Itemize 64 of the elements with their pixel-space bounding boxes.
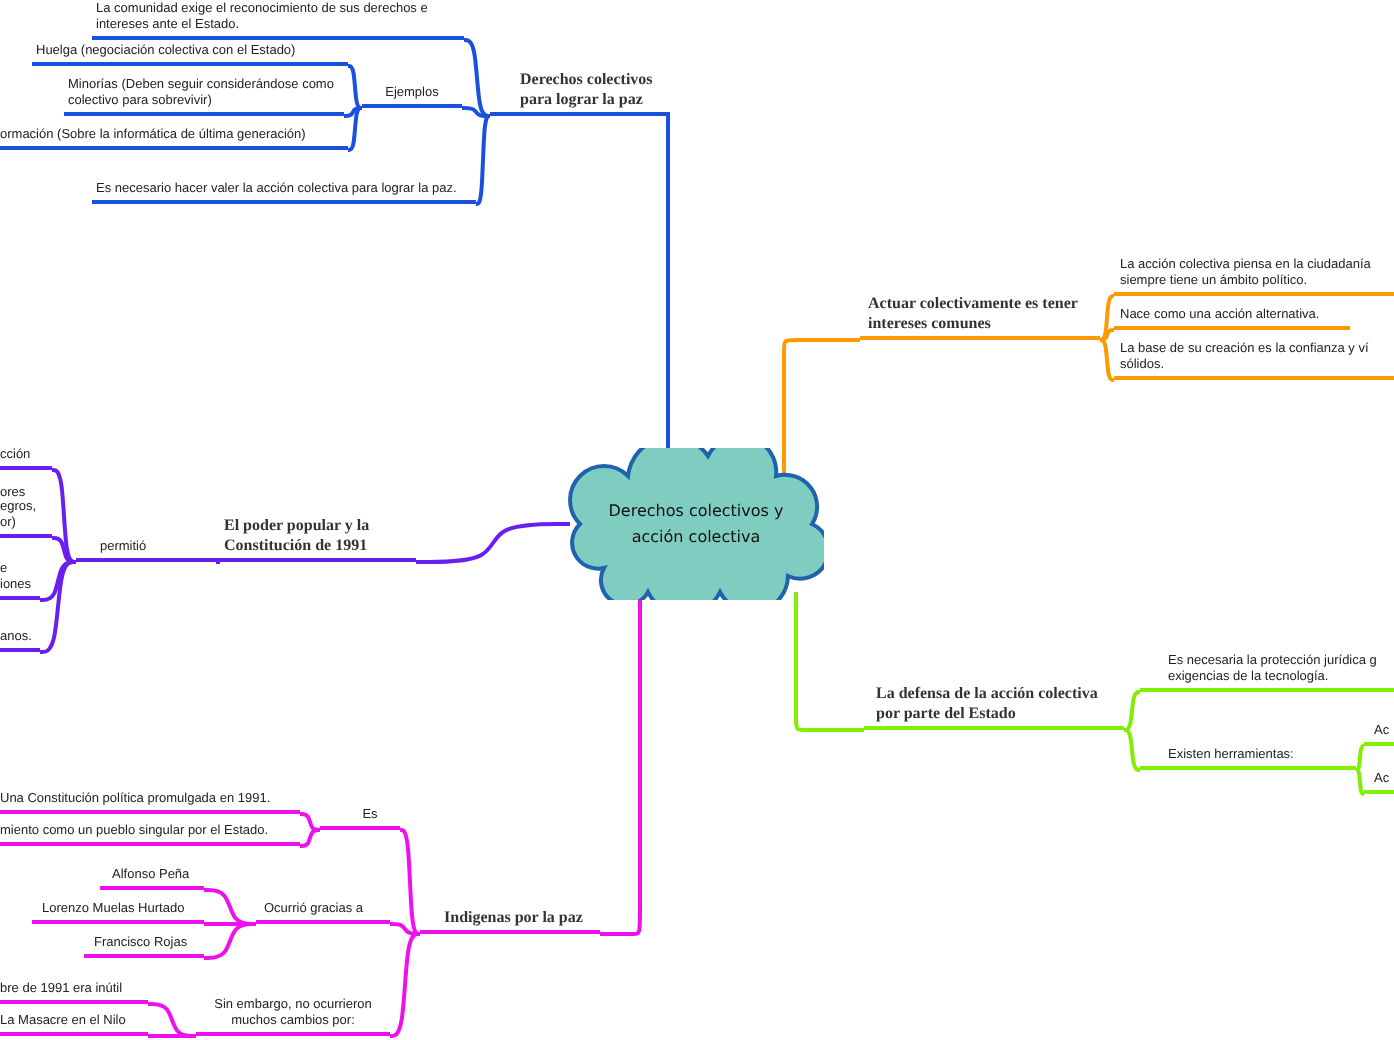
- branch-line: [214, 560, 222, 564]
- branch-topic: [490, 68, 670, 116]
- subtopic-line: [76, 540, 220, 562]
- branch-line: [463, 38, 491, 118]
- branch-line: [794, 592, 864, 732]
- branch-line: [347, 64, 363, 110]
- branch-topic: [216, 522, 416, 562]
- branch-line: [299, 812, 321, 832]
- branch-topic: [864, 686, 1124, 730]
- central-topic: Derechos colectivos y acción colectiva: [606, 500, 786, 550]
- branch-line: [51, 468, 77, 564]
- branch-line: [299, 828, 321, 848]
- branch-line: [51, 536, 77, 564]
- subtopic-line: [196, 996, 390, 1036]
- branch-line: [343, 106, 363, 118]
- subtopic-line: [0, 980, 148, 1004]
- subtopic-line: [0, 130, 348, 150]
- branch-line: [347, 106, 363, 152]
- subtopic-line: [1364, 726, 1394, 746]
- subtopic-line: [1114, 258, 1394, 296]
- subtopic-line: [1140, 654, 1394, 692]
- subtopic-line: [256, 902, 390, 924]
- subtopic-line: [0, 792, 300, 814]
- branch-line: [1099, 338, 1115, 382]
- branch-line: [1354, 768, 1366, 796]
- branch-line: [475, 114, 491, 206]
- subtopic-line: [1114, 342, 1394, 380]
- branch-line: [600, 598, 642, 936]
- branch-line: [666, 114, 672, 452]
- subtopic-line: [0, 1014, 148, 1036]
- subtopic-line: [1140, 750, 1356, 770]
- subtopic-line: [1364, 774, 1394, 794]
- subtopic-line: [0, 824, 300, 846]
- subtopic-line: [32, 902, 204, 924]
- branch-text: Indigenas por la paz: [442, 908, 585, 930]
- subtopic-line: [32, 46, 348, 66]
- branch-line: [148, 1034, 196, 1038]
- branch-text: Actuar colectivamente es tener intereses comunes: [866, 294, 1080, 336]
- subtopic-line: [100, 868, 204, 890]
- subtopic-line: [92, 0, 464, 40]
- subtopic-line: [1114, 310, 1350, 330]
- subtopic-line: [362, 86, 462, 108]
- branch-line: [462, 106, 490, 118]
- branch-text: La defensa de la acción colectiva por parte del Estado: [874, 684, 1100, 726]
- branch-line: [1099, 328, 1115, 342]
- branch-line: [390, 932, 420, 1038]
- branch-line: [399, 828, 421, 936]
- branch-line: [1123, 690, 1141, 732]
- branch-text: Derechos colectivos para lograr la paz: [518, 70, 655, 112]
- branch-line: [1354, 744, 1366, 772]
- branch-line: [390, 922, 420, 936]
- subtopic-line: [0, 484, 52, 538]
- branch-line: [204, 922, 256, 960]
- branch-line: [1123, 728, 1141, 772]
- branch-text: El poder popular y la Constitución de 1991: [222, 516, 372, 558]
- subtopic-line: [84, 936, 204, 958]
- subtopic-line: [0, 632, 40, 652]
- branch-topic: [860, 298, 1100, 340]
- branch-line: [1099, 294, 1115, 342]
- subtopic-line: [320, 808, 400, 830]
- branch-topic: [420, 906, 600, 934]
- branch-line: [416, 522, 570, 564]
- branch-line: [40, 560, 76, 602]
- subtopic-line: [64, 80, 344, 116]
